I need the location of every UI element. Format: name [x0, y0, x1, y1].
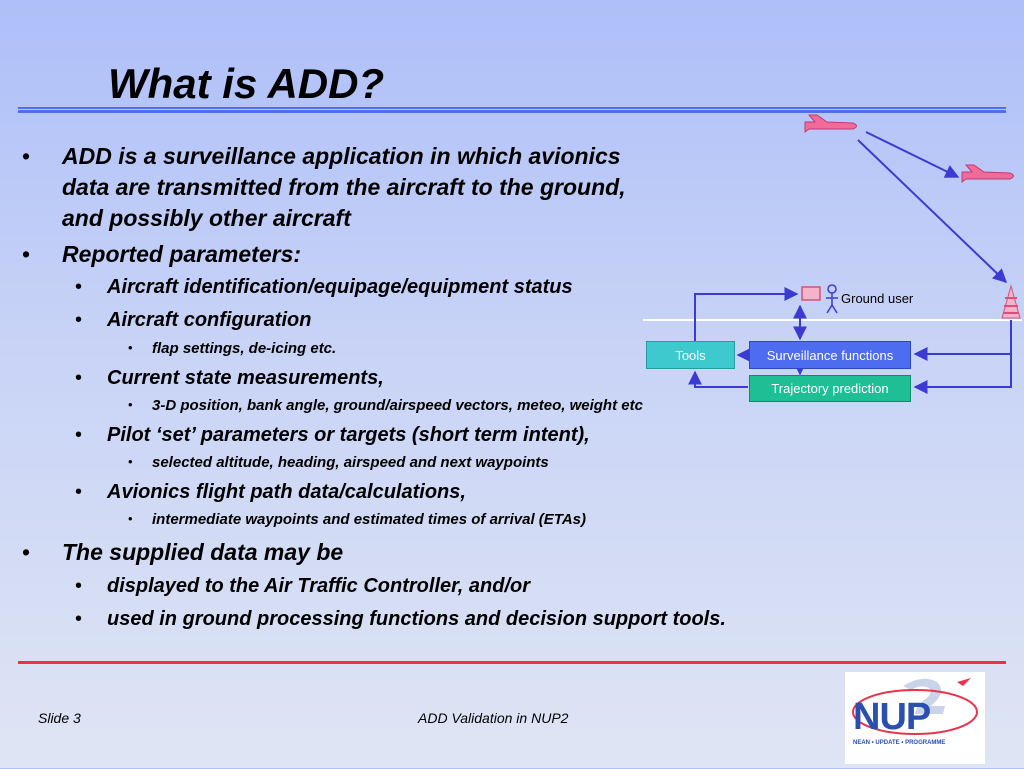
arrow-trajectory-to-tools — [688, 370, 748, 388]
bullet-marker: • — [128, 397, 133, 412]
bullet-supplied-data: • The supplied data may be — [22, 537, 344, 568]
bullet-text: Current state measurements, — [107, 367, 384, 389]
bullet-marker: • — [75, 424, 83, 446]
subsubbullet: • flap settings, de-icing etc. — [128, 340, 337, 357]
bullet-marker: • — [128, 454, 133, 469]
bullet-text: The supplied data may be — [62, 539, 344, 565]
bullet-text: Reported parameters: — [62, 241, 302, 267]
slide-number: Slide 3 — [38, 710, 81, 726]
bullet-marker: • — [75, 367, 83, 389]
bullet-marker: • — [22, 143, 31, 169]
bullet-text: intermediate waypoints and estimated tim… — [152, 511, 587, 528]
bullet-text: 3-D position, bank angle, ground/airspee… — [152, 397, 643, 414]
surveillance-functions-box: Surveillance functions — [749, 341, 911, 369]
arrow-tools-to-ground-user — [694, 287, 799, 341]
arrow-aircraft-to-ground — [857, 139, 1008, 283]
tools-box: Tools — [646, 341, 735, 369]
title-underline — [18, 107, 1006, 113]
arrow-antenna-to-surveillance — [913, 320, 1012, 361]
bullet-text: Aircraft configuration — [107, 309, 312, 331]
bullet-text: data are transmitted from the aircraft t… — [62, 174, 626, 200]
bullet-reported-parameters: • Reported parameters: — [22, 239, 302, 270]
bullet-text: and possibly other aircraft — [62, 205, 351, 231]
arrow-antenna-to-trajectory — [913, 354, 1012, 394]
subsubbullet: • intermediate waypoints and estimated t… — [128, 511, 587, 528]
trajectory-prediction-box: Trajectory prediction — [749, 375, 911, 402]
bullet-marker: • — [75, 481, 83, 503]
bullet-marker: • — [128, 340, 133, 355]
subbullet: • used in ground processing functions an… — [75, 608, 726, 631]
bullet-marker: • — [75, 276, 83, 298]
bullet-marker: • — [75, 309, 83, 331]
logo-tagline: NEAN • UPDATE • PROGRAMME — [853, 740, 946, 746]
bullet-marker: • — [75, 608, 83, 630]
bullet-marker: • — [75, 575, 83, 597]
logo-text: NUP — [853, 696, 931, 738]
bullet-text: selected altitude, heading, airspeed and… — [152, 454, 549, 471]
subbullet: • displayed to the Air Traffic Controlle… — [75, 575, 531, 598]
subbullet: • Aircraft configuration — [75, 309, 312, 332]
bullet-text: displayed to the Air Traffic Controller,… — [107, 575, 531, 597]
arrow-aircraft-to-aircraft — [865, 131, 960, 178]
ground-user-label: Ground user — [841, 291, 914, 306]
aircraft-icon — [804, 114, 857, 133]
aircraft-icon — [961, 164, 1014, 183]
bullet-text: ADD is a surveillance application in whi… — [62, 143, 621, 169]
bullet-marker: • — [22, 539, 31, 565]
bullet-text: Aircraft identification/equipage/equipme… — [107, 276, 573, 298]
bullet-marker: • — [128, 511, 133, 526]
bullet-add-definition: • ADD is a surveillance application in w… — [22, 141, 626, 234]
bullet-text: flap settings, de-icing etc. — [152, 340, 337, 357]
bullet-text: used in ground processing functions and … — [107, 608, 726, 630]
bullet-text: Pilot ‘set’ parameters or targets (short… — [107, 424, 590, 446]
nup-logo: NUP NEAN • UPDATE • PROGRAMME — [845, 672, 985, 764]
footer-rule — [18, 661, 1006, 664]
subsubbullet: • 3-D position, bank angle, ground/airsp… — [128, 397, 643, 414]
subsubbullet: • selected altitude, heading, airspeed a… — [128, 454, 549, 471]
nup-logo-graphic — [852, 678, 978, 735]
subbullet: • Aircraft identification/equipage/equip… — [75, 276, 573, 299]
slide-title: What is ADD? — [108, 60, 385, 107]
ground-station-icon — [1001, 284, 1021, 319]
bullet-marker: • — [22, 241, 31, 267]
ground-user-icon — [801, 284, 838, 314]
bullet-text: Avionics flight path data/calculations, — [107, 481, 466, 503]
footer-title: ADD Validation in NUP2 — [418, 710, 569, 726]
subbullet: • Avionics flight path data/calculations… — [75, 481, 466, 504]
subbullet: • Current state measurements, — [75, 367, 384, 390]
subbullet: • Pilot ‘set’ parameters or targets (sho… — [75, 424, 590, 447]
